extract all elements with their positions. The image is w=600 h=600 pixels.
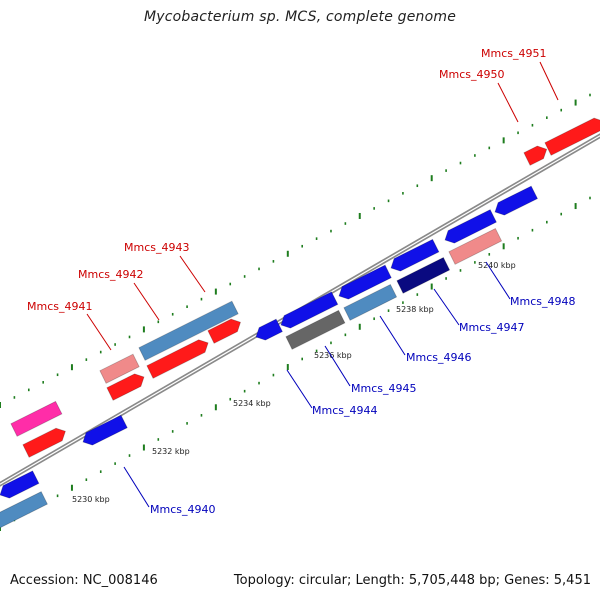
gene-forward-red-b bbox=[146, 339, 209, 379]
forward-gene-label: Mmcs_4951 bbox=[481, 47, 546, 60]
forward-gene-label-leader-line bbox=[497, 82, 519, 123]
tick-dot-rows bbox=[0, 93, 591, 531]
scale-tick-label: 5240 kbp bbox=[478, 261, 516, 270]
gene-mmcs-4946 bbox=[343, 283, 398, 321]
gene-forward-red-c bbox=[207, 318, 242, 344]
forward-gene-label-leader-line bbox=[539, 61, 559, 101]
gene-reverse-steel-left bbox=[0, 491, 48, 529]
reverse-gene-label-leader-line bbox=[324, 345, 351, 387]
gene-reverse-blue-b bbox=[338, 264, 392, 300]
gene-mmcs-4950 bbox=[523, 145, 548, 166]
map-title: Mycobacterium sp. MCS, complete genome bbox=[143, 9, 457, 25]
gene-mmcs-4951 bbox=[544, 117, 600, 156]
reverse-gene-label: Mmcs_4940 bbox=[150, 503, 215, 516]
gene-mmcs-4940 bbox=[82, 414, 128, 446]
accession-label: Accession: NC_008146 bbox=[10, 573, 158, 588]
reverse-gene-label: Mmcs_4946 bbox=[406, 351, 471, 364]
gene-reverse-blue-d bbox=[444, 209, 497, 244]
gene-mmcs-4944 bbox=[255, 318, 283, 341]
gene-mmcs-4948 bbox=[448, 227, 503, 265]
reverse-gene-label: Mmcs_4948 bbox=[510, 295, 575, 308]
gene-mmcs-4945 bbox=[285, 309, 346, 350]
gene-reverse-blue-a bbox=[280, 291, 339, 329]
reverse-gene-label-leader-line bbox=[433, 288, 460, 326]
gene-reverse-blue-c bbox=[390, 238, 440, 272]
forward-gene-label-leader-line bbox=[86, 313, 112, 351]
scale-tick-label: 5236 kbp bbox=[314, 351, 352, 360]
gene-reverse-blue-e bbox=[494, 185, 539, 216]
scale-tick-label: 5230 kbp bbox=[72, 495, 110, 504]
gene-features bbox=[0, 117, 600, 529]
reverse-gene-label-leader-line bbox=[123, 466, 150, 508]
scale-tick-label: 5232 kbp bbox=[152, 447, 190, 456]
scale-tick-label: 5234 kbp bbox=[233, 399, 271, 408]
reverse-gene-label-leader-line bbox=[379, 315, 406, 356]
forward-gene-label-leader-line bbox=[133, 282, 160, 321]
gene-labels: Mmcs_4941Mmcs_4942Mmcs_4943Mmcs_4950Mmcs… bbox=[27, 47, 575, 516]
scale-tick-label: 5238 kbp bbox=[396, 305, 434, 314]
reverse-gene-label: Mmcs_4945 bbox=[351, 382, 416, 395]
gene-mmcs-4947 bbox=[396, 256, 451, 294]
scale-ticks: 5230 kbp 5232 kbp 5234 kbp 5236 kbp 5238 kbp… bbox=[72, 261, 516, 504]
genome-summary: Topology: circular; Length: 5,705,448 bp… bbox=[233, 573, 591, 588]
gene-forward-pink bbox=[10, 400, 63, 437]
gene-mmcs-4943 bbox=[138, 300, 239, 361]
forward-gene-label-leader-line bbox=[179, 255, 206, 293]
gene-forward-red-a bbox=[22, 427, 66, 458]
forward-gene-label: Mmcs_4941 bbox=[27, 300, 92, 313]
reverse-gene-label: Mmcs_4944 bbox=[312, 404, 377, 417]
gene-reverse-blue-left bbox=[0, 470, 40, 499]
forward-gene-label: Mmcs_4950 bbox=[439, 68, 504, 81]
reverse-gene-label-leader-line bbox=[286, 369, 313, 409]
gene-mmcs-4942 bbox=[106, 373, 145, 401]
gene-mmcs-4941 bbox=[99, 353, 140, 384]
forward-gene-label: Mmcs_4943 bbox=[124, 241, 189, 254]
reverse-gene-label: Mmcs_4947 bbox=[459, 321, 524, 334]
forward-gene-label: Mmcs_4942 bbox=[78, 268, 143, 281]
reverse-gene-label-leader-line bbox=[485, 261, 511, 300]
